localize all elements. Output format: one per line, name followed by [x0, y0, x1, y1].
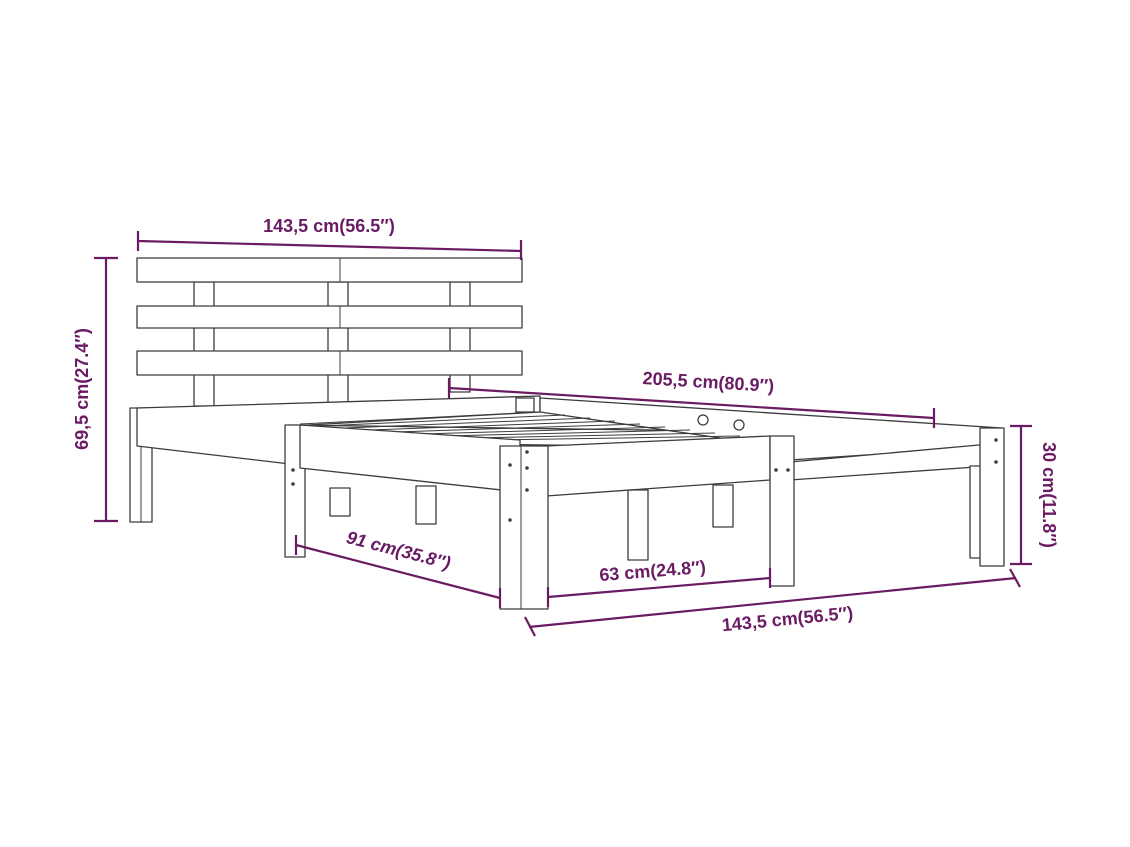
dimension-headboard-width: 143,5 cm(56.5″) [136, 216, 523, 260]
back-leg-1 [329, 487, 351, 517]
bolt-2 [733, 419, 745, 431]
dim-label-leg-depth: 91 cm(35.8″) [344, 527, 452, 573]
dimension-leg-depth: 91 cm(35.8″) [294, 527, 502, 608]
dim-label-bed-width: 143,5 cm(56.5″) [721, 603, 854, 636]
foot-end-right [545, 435, 771, 497]
center-leg-2 [712, 484, 734, 528]
dimension-bed-height: 30 cm(11.8″) [1010, 424, 1059, 566]
right-corner-leg [979, 427, 1005, 567]
center-rail-joint [515, 397, 535, 413]
bolt-1 [697, 414, 709, 426]
headboard-slat-middle [136, 305, 523, 329]
center-front-leg [769, 435, 795, 587]
headboard [136, 257, 523, 407]
slats [299, 411, 741, 441]
foot-right-leg [499, 445, 549, 610]
headboard-post-left [193, 281, 215, 407]
bed-frame [129, 395, 1005, 610]
headboard-slat-bottom [136, 350, 523, 376]
dim-label-headboard-width: 143,5 cm(56.5″) [263, 216, 395, 236]
center-leg-1 [627, 489, 649, 561]
dim-label-inner-width: 63 cm(24.8″) [599, 557, 707, 585]
headboard-post-middle [327, 281, 349, 407]
dim-label-headboard-height: 69,5 cm(27.4″) [72, 328, 92, 450]
dim-label-bed-length: 205,5 cm(80.9″) [642, 368, 775, 396]
dim-label-bed-height: 30 cm(11.8″) [1039, 442, 1059, 548]
dimension-inner-width: 63 cm(24.8″) [546, 557, 772, 607]
headboard-slat-top [136, 257, 523, 283]
back-leg-2 [415, 485, 437, 525]
dimension-headboard-height: 69,5 cm(27.4″) [72, 256, 118, 523]
